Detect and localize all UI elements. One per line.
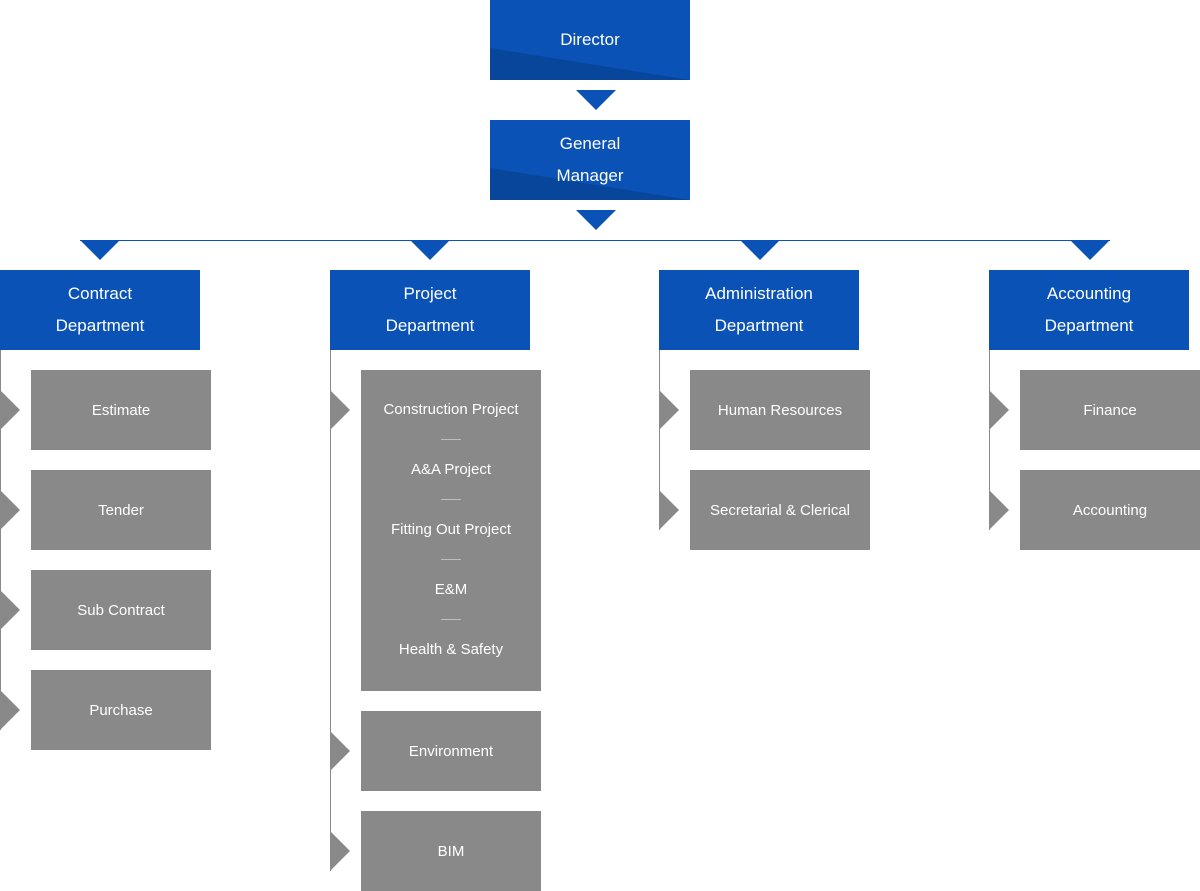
unit-environment: Environment (361, 711, 541, 791)
contract-department-box: Contract Department (0, 270, 200, 350)
project-group-item: A&A Project (410, 461, 492, 478)
arrow-right-icon (0, 390, 20, 430)
unit-label: Purchase (89, 701, 153, 719)
administration-branch-line (659, 350, 660, 530)
unit-human-resources: Human Resources (690, 370, 870, 450)
arrow-down-icon (740, 240, 780, 260)
unit-label: Estimate (91, 401, 151, 419)
accounting-department-box: Accounting Department (989, 270, 1189, 350)
administration-department-box: Administration Department (659, 270, 859, 350)
arrow-down-icon (576, 210, 616, 230)
unit-label: Environment (408, 742, 494, 760)
contract-department-label: Contract Department (55, 284, 145, 335)
unit-label: BIM (437, 842, 465, 860)
arrow-down-icon (1070, 240, 1110, 260)
unit-secretarial-clerical: Secretarial & Clerical (690, 470, 870, 550)
unit-label: Tender (98, 501, 144, 519)
box-shade (490, 168, 690, 200)
unit-tender: Tender (31, 470, 211, 550)
administration-department-label: Administration Department (705, 284, 813, 335)
arrow-right-icon (0, 490, 20, 530)
unit-label: Sub Contract (77, 601, 165, 619)
accounting-department-label: Accounting Department (1044, 284, 1134, 335)
project-group-item: Health & Safety (398, 641, 504, 658)
project-group-item: Fitting Out Project (390, 521, 512, 538)
divider (441, 559, 461, 560)
project-department-label: Project Department (385, 284, 475, 335)
general-manager-box: General Manager (490, 120, 690, 200)
arrow-right-icon (989, 390, 1009, 430)
divider (441, 619, 461, 620)
arrow-down-icon (80, 240, 120, 260)
director-box: Director (490, 0, 690, 80)
contract-branch-line (0, 350, 1, 730)
project-branch-line (330, 350, 331, 871)
unit-label: Accounting (1072, 501, 1148, 519)
unit-sub-contract: Sub Contract (31, 570, 211, 650)
unit-bim: BIM (361, 811, 541, 891)
project-group-item: E&M (434, 581, 468, 598)
unit-label: Human Resources (717, 401, 843, 419)
project-department-box: Project Department (330, 270, 530, 350)
divider (441, 499, 461, 500)
unit-estimate: Estimate (31, 370, 211, 450)
department-connector-line (80, 240, 1110, 241)
unit-label: Secretarial & Clerical (709, 501, 851, 519)
box-shade (490, 48, 690, 80)
director-label: Director (560, 30, 620, 49)
arrow-right-icon (330, 831, 350, 871)
unit-purchase: Purchase (31, 670, 211, 750)
arrow-right-icon (330, 390, 350, 430)
unit-label: Finance (1083, 401, 1137, 419)
project-group-box: Construction Project A&A Project Fitting… (361, 370, 541, 691)
arrow-down-icon (576, 90, 616, 110)
project-group-item: Construction Project (383, 401, 519, 418)
accounting-branch-line (989, 350, 990, 530)
arrow-right-icon (0, 590, 20, 630)
divider (441, 439, 461, 440)
unit-finance: Finance (1020, 370, 1200, 450)
arrow-right-icon (989, 490, 1009, 530)
arrow-right-icon (659, 390, 679, 430)
arrow-right-icon (0, 690, 20, 730)
arrow-down-icon (410, 240, 450, 260)
general-manager-label: General Manager (556, 134, 624, 185)
arrow-right-icon (330, 731, 350, 771)
arrow-right-icon (659, 490, 679, 530)
unit-accounting: Accounting (1020, 470, 1200, 550)
